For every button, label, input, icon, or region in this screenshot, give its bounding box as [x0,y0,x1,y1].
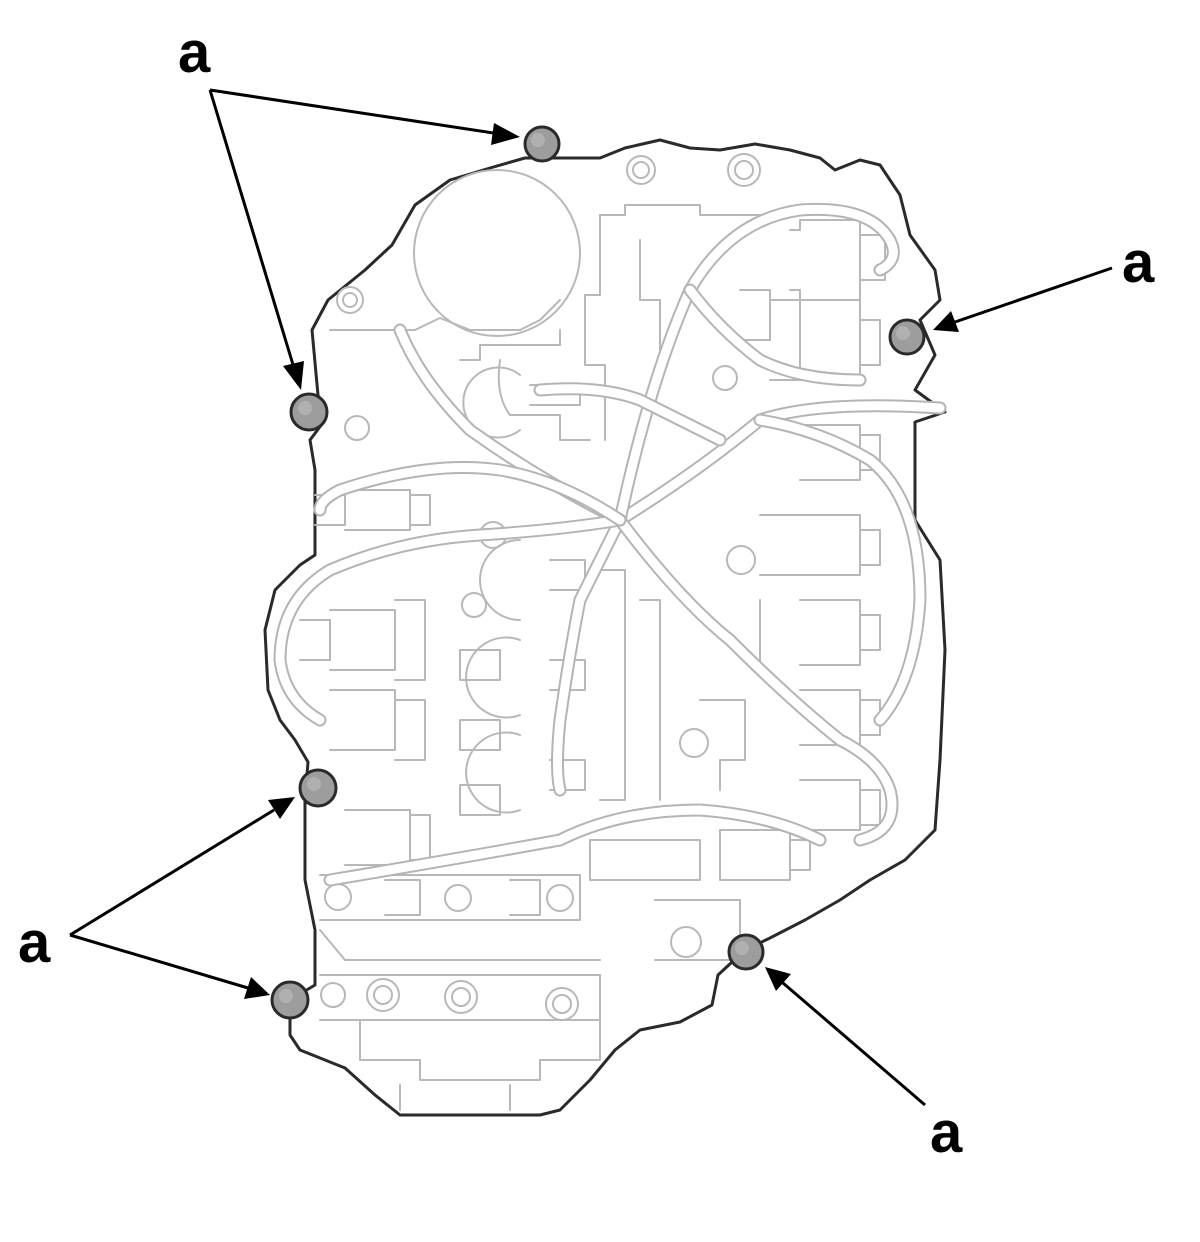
bolt-bottom-left [270,980,310,1020]
callout-label-bottom-left: a [18,910,51,975]
leader-lines [69,88,1113,1107]
upper-left-flange [329,299,561,331]
leader-top-left-to-upper-left [208,89,296,369]
leader-bottom-right [782,981,926,1107]
large-cover-circle [413,169,581,337]
callout-label-bottom-right: a [930,1100,963,1165]
callout-label-right: a [1122,230,1155,295]
valve-body-outline [263,138,947,1117]
leader-top-left-to-top [209,88,501,136]
bolt-top [523,125,561,163]
leader-right [954,266,1113,324]
bolt-right [888,318,926,356]
mounting-holes [320,153,761,1021]
bolt-lower-left [298,768,338,808]
bolt-upper-left [289,392,329,432]
bolt-bottom-right [727,933,765,971]
wiring-harness [273,202,947,887]
leader-bottom-left-to-lower-left [69,808,275,937]
leader-bottom-left-to-bottom [69,933,249,990]
bolts [270,125,926,1020]
callout-label-top-left: a [178,20,211,85]
